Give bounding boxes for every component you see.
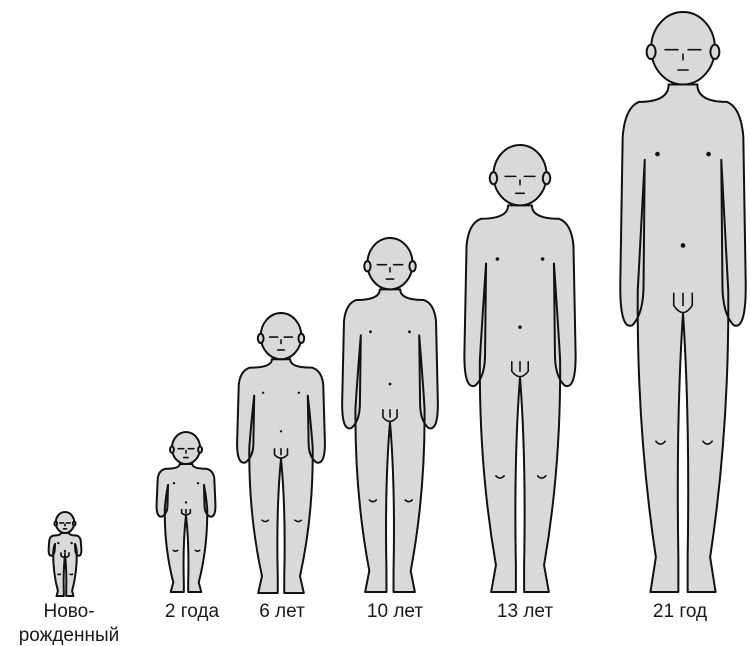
nipple bbox=[298, 392, 300, 394]
age-label-line: 10 лет bbox=[367, 601, 423, 622]
head bbox=[367, 238, 412, 289]
nipple bbox=[706, 152, 711, 157]
body-silhouette bbox=[464, 205, 575, 592]
body-silhouette bbox=[157, 464, 216, 592]
head bbox=[651, 12, 715, 85]
nipple bbox=[197, 482, 199, 484]
figure-age-2: 2 года bbox=[157, 432, 220, 622]
nipple bbox=[369, 330, 372, 333]
navel bbox=[280, 430, 282, 432]
navel bbox=[681, 243, 686, 248]
nipple bbox=[496, 257, 500, 261]
navel bbox=[389, 383, 392, 386]
age-label-age-21: 21 год bbox=[653, 601, 707, 622]
body-silhouette bbox=[342, 289, 438, 592]
nipple bbox=[408, 330, 411, 333]
age-label-line: 13 лет bbox=[497, 601, 553, 622]
figure-newborn: Ново-рожденный bbox=[19, 512, 120, 646]
navel bbox=[64, 550, 66, 552]
age-label-line: 21 год bbox=[653, 601, 707, 622]
age-label-age-6: 6 лет bbox=[259, 601, 305, 622]
nipple bbox=[262, 392, 264, 394]
navel bbox=[518, 325, 522, 329]
knee bbox=[173, 550, 177, 551]
head bbox=[493, 145, 546, 205]
nipple bbox=[655, 152, 660, 157]
figure-age-13: 13 лет bbox=[464, 145, 575, 622]
figure-age-10: 10 лет bbox=[342, 238, 438, 622]
nipple bbox=[70, 542, 72, 544]
age-label-line: рожденный bbox=[19, 625, 120, 646]
age-label-newborn: Ново-рожденный bbox=[19, 601, 120, 646]
navel bbox=[185, 501, 187, 503]
age-label-line: Ново- bbox=[43, 601, 94, 622]
knee bbox=[195, 550, 199, 551]
head bbox=[172, 432, 200, 464]
nipple bbox=[541, 257, 545, 261]
body-silhouette bbox=[620, 85, 745, 593]
figure-age-21: 21 год bbox=[620, 12, 745, 622]
head bbox=[261, 313, 302, 359]
figure-age-6: 6 лет bbox=[237, 313, 325, 622]
body-silhouette bbox=[49, 533, 82, 596]
age-label-line: 2 года bbox=[165, 601, 220, 622]
age-label-age-13: 13 лет bbox=[497, 601, 553, 622]
nipple bbox=[173, 482, 175, 484]
age-label-age-2: 2 года bbox=[165, 601, 220, 622]
nipple bbox=[57, 542, 59, 544]
age-label-line: 6 лет bbox=[259, 601, 305, 622]
age-label-age-10: 10 лет bbox=[367, 601, 423, 622]
body-silhouette bbox=[237, 359, 325, 593]
head bbox=[56, 512, 74, 533]
